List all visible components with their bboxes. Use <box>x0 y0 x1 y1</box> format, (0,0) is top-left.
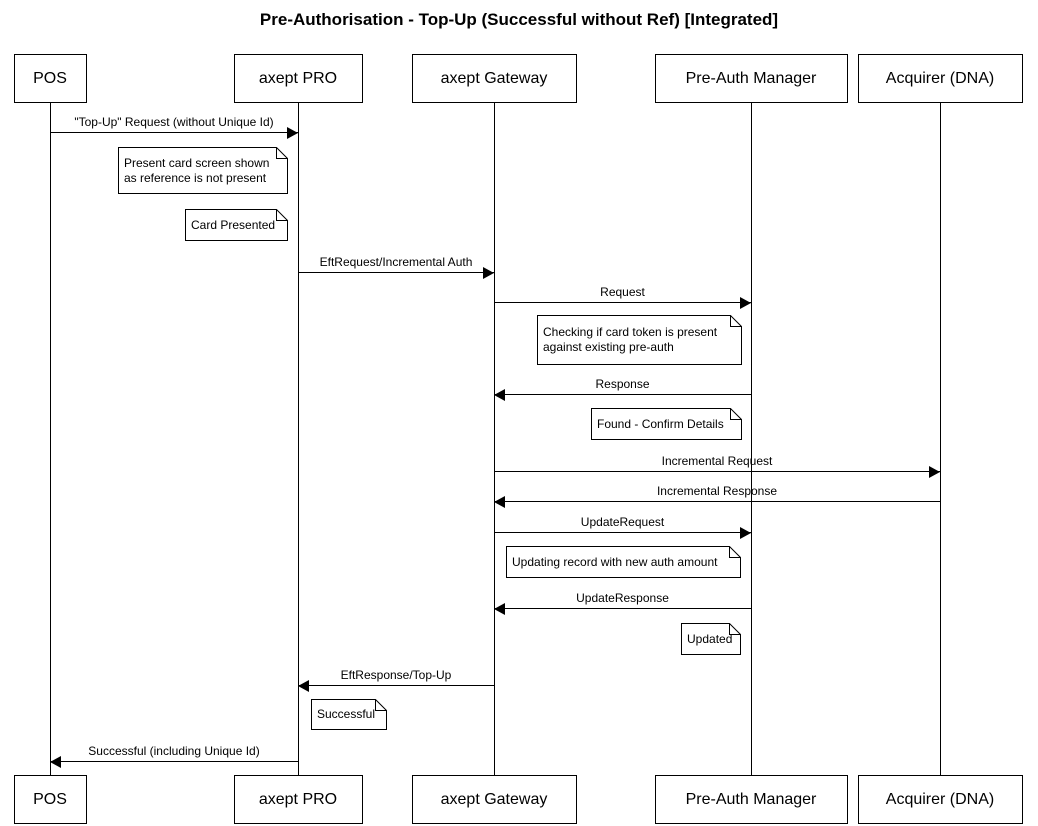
note-fold-icon <box>276 147 288 159</box>
message-line <box>298 685 494 686</box>
note-shape <box>185 209 288 241</box>
note-shape <box>311 699 387 730</box>
actor-top-acquirer-dna: Acquirer (DNA) <box>857 54 1023 103</box>
message-arrowhead-icon <box>740 526 751 539</box>
message-line <box>494 608 751 609</box>
note: Updated <box>681 623 741 655</box>
message-label: Incremental Response <box>656 484 778 498</box>
message-line <box>494 471 940 472</box>
note-text: Card Presented <box>191 217 276 232</box>
note: Card Presented <box>185 209 288 241</box>
diagram-title: Pre-Authorisation - Top-Up (Successful w… <box>259 10 779 29</box>
message-line <box>494 302 751 303</box>
note: Successful <box>311 699 387 730</box>
note: Checking if card token is present agains… <box>537 315 742 365</box>
note: Updating record with new auth amount <box>506 546 741 578</box>
message-label: Successful (including Unique Id) <box>88 744 260 758</box>
lifeline-pre-auth-manager <box>751 103 752 775</box>
message-label: Incremental Request <box>661 454 773 468</box>
message-label: EftResponse/Top-Up <box>340 668 452 682</box>
note: Found - Confirm Details <box>591 408 742 440</box>
message-label: EftRequest/Incremental Auth <box>319 255 473 269</box>
message-label: "Top-Up" Request (without Unique Id) <box>74 115 274 129</box>
note-shape <box>506 546 741 578</box>
actor-top-pre-auth-manager: Pre-Auth Manager <box>654 54 848 103</box>
note-text: Checking if card token is present agains… <box>543 325 718 354</box>
note-text: Found - Confirm Details <box>597 416 724 431</box>
message-line <box>298 272 494 273</box>
message-arrowhead-icon <box>740 296 751 309</box>
message-line <box>50 132 298 133</box>
note: Present card screen shown as reference i… <box>118 147 288 194</box>
message-arrowhead-icon <box>494 388 505 401</box>
message-label: UpdateRequest <box>580 515 665 529</box>
message-arrowhead-icon <box>494 602 505 615</box>
message-arrowhead-icon <box>483 266 494 279</box>
message-label: Response <box>595 377 650 391</box>
message-line <box>50 761 298 762</box>
note-fold-icon <box>729 623 741 635</box>
message-line <box>494 394 751 395</box>
lifeline-axept-pro <box>298 103 299 775</box>
actor-bottom-axept-pro: axept PRO <box>233 775 363 824</box>
actor-top-axept-pro: axept PRO <box>233 54 363 103</box>
message-arrowhead-icon <box>287 126 298 139</box>
note-shape <box>681 623 741 655</box>
note-text: Updating record with new auth amount <box>512 554 718 569</box>
message-line <box>494 501 940 502</box>
message-label: Request <box>600 285 645 299</box>
note-text: Successful <box>317 707 376 721</box>
message-arrowhead-icon <box>494 495 505 508</box>
note-text: Updated <box>687 631 733 646</box>
message-line <box>494 532 751 533</box>
note-fold-icon <box>730 315 742 327</box>
message-arrowhead-icon <box>50 755 61 768</box>
note-text: Present card screen shown as reference i… <box>124 155 270 185</box>
actor-bottom-axept-gateway: axept Gateway <box>411 775 577 824</box>
actor-top-pos: POS <box>13 54 87 103</box>
note-fold-icon <box>730 408 742 420</box>
message-label: UpdateResponse <box>576 591 669 605</box>
note-shape <box>118 147 288 194</box>
message-arrowhead-icon <box>929 465 940 478</box>
actor-bottom-pre-auth-manager: Pre-Auth Manager <box>654 775 848 824</box>
note-fold-icon <box>729 546 741 558</box>
lifeline-axept-gateway <box>494 103 495 775</box>
note-shape <box>537 315 742 365</box>
message-arrowhead-icon <box>298 679 309 692</box>
note-fold-icon <box>375 699 387 711</box>
actor-bottom-pos: POS <box>13 775 87 824</box>
lifeline-acquirer-dna <box>940 103 941 775</box>
note-fold-icon <box>276 209 288 221</box>
note-shape <box>591 408 742 440</box>
actor-bottom-acquirer-dna: Acquirer (DNA) <box>857 775 1023 824</box>
lifeline-pos <box>50 103 51 775</box>
actor-top-axept-gateway: axept Gateway <box>411 54 577 103</box>
